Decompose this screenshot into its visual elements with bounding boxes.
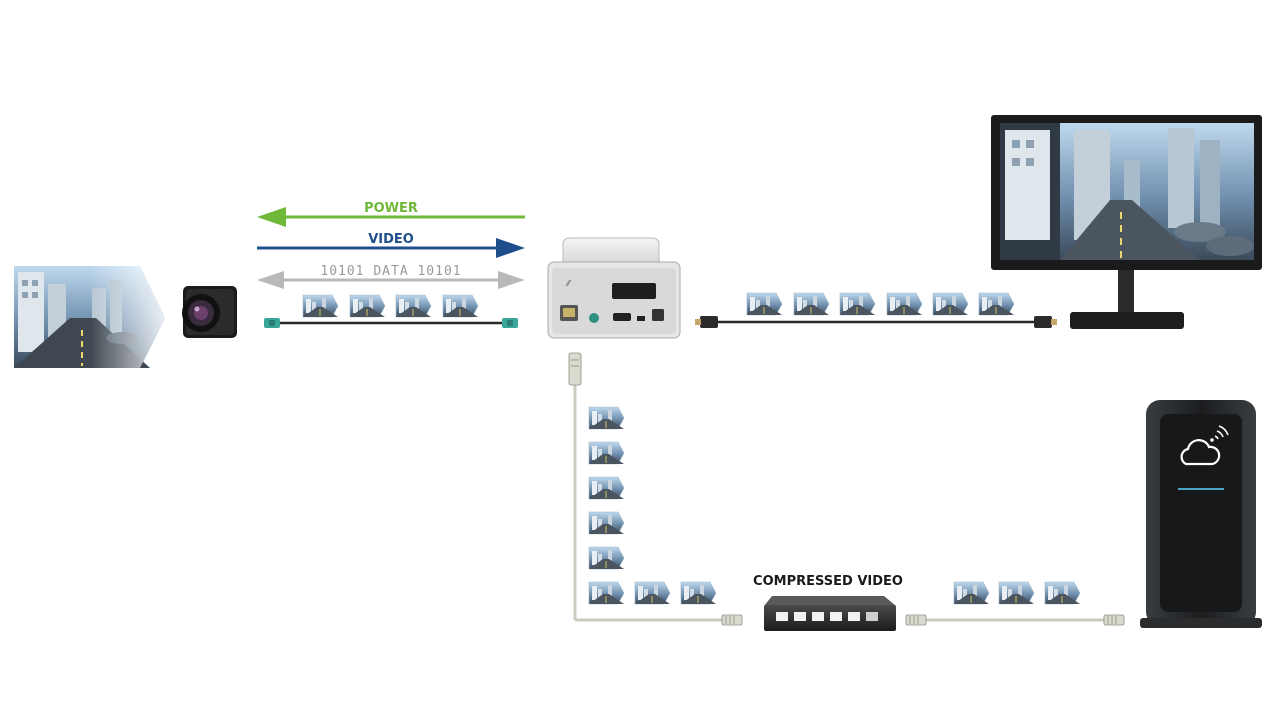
power-arrow (257, 207, 525, 227)
video-frame (793, 292, 830, 316)
video-label: VIDEO (368, 232, 414, 247)
video-frame (839, 292, 876, 316)
ethernet-vertical-frames (588, 406, 717, 605)
ethernet-cable-vertical (568, 352, 743, 626)
cloud-icon (1180, 439, 1221, 466)
cloud-server (1140, 400, 1262, 628)
video-arrow (257, 238, 525, 258)
video-frame (349, 294, 386, 318)
camera-cable (264, 318, 518, 328)
camera-scene-image (14, 266, 165, 368)
video-frame (395, 294, 432, 318)
wifi-icon (1210, 425, 1229, 442)
video-frame (978, 292, 1015, 316)
svg-text:⁄⁄: ⁄⁄ (565, 279, 571, 288)
camera-cable-frames (302, 294, 479, 318)
video-frame (588, 511, 625, 535)
video-frame (746, 292, 783, 316)
video-frame (953, 581, 990, 605)
power-label: POWER (364, 201, 418, 216)
data-label: 10101 DATA 10101 (320, 264, 461, 279)
video-frame (588, 406, 625, 430)
camera (182, 286, 237, 338)
data-arrow (257, 271, 525, 289)
video-frame (442, 294, 479, 318)
ethernet-cable-server (905, 614, 1125, 626)
compressed-video-label: COMPRESSED VIDEO (753, 574, 903, 589)
video-frame (1044, 581, 1081, 605)
video-frame (588, 441, 625, 465)
video-frame (588, 581, 625, 605)
video-frame (634, 581, 671, 605)
hdmi-cable-frames (746, 292, 1015, 316)
monitor (991, 115, 1262, 329)
video-frame (588, 476, 625, 500)
hdmi-cable (695, 316, 1057, 328)
video-frame (680, 581, 717, 605)
video-frame (302, 294, 339, 318)
video-frame (886, 292, 923, 316)
video-frame (932, 292, 969, 316)
network-switch (764, 596, 896, 631)
video-frame (998, 581, 1035, 605)
video-frame (588, 546, 625, 570)
frame-grabber: ⁄⁄ (547, 237, 681, 339)
ethernet-server-frames (953, 581, 1081, 605)
